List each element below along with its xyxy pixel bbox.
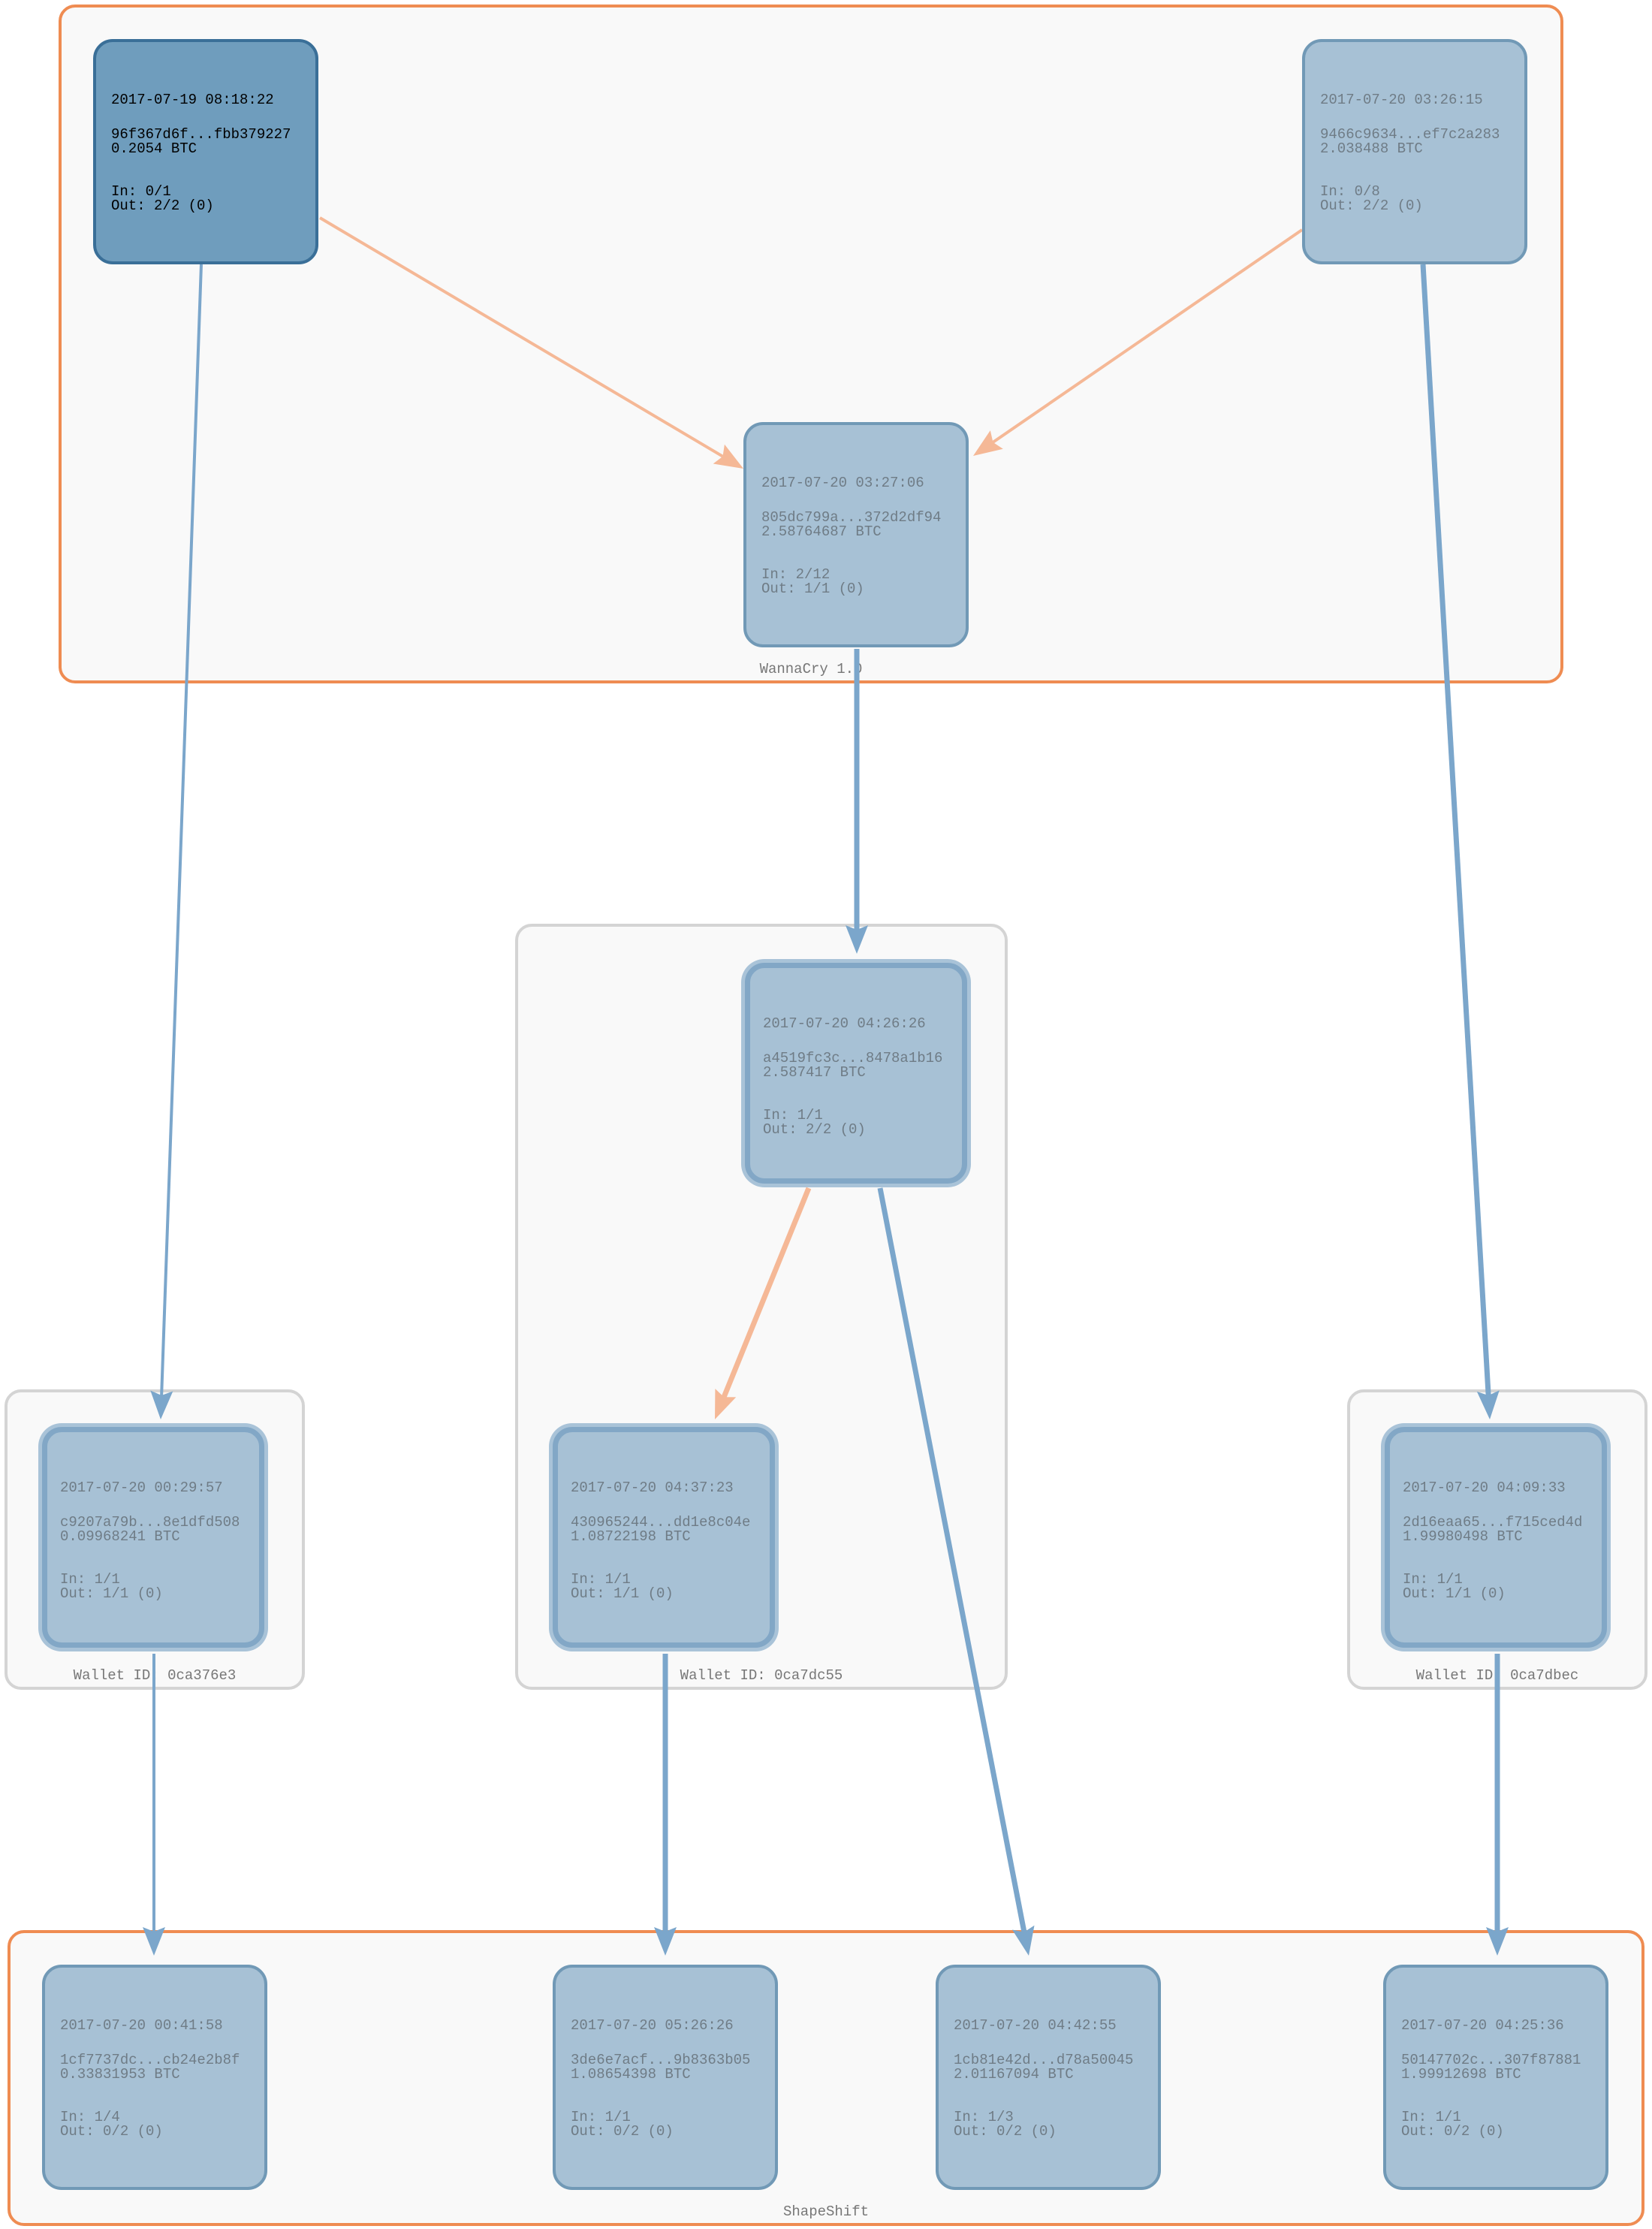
tx-inputs: In: 0/8: [1320, 183, 1380, 200]
tx-amount: 0.09968241 BTC: [60, 1528, 180, 1545]
tx-amount: 1.08654398 BTC: [571, 2066, 691, 2083]
tx-amount: 1.99980498 BTC: [1403, 1528, 1523, 1545]
tx-date: 2017-07-20 04:09:33: [1403, 1479, 1566, 1496]
transaction-node[interactable]: 2017-07-19 08:18:22 96f367d6f...fbb37922…: [93, 39, 318, 264]
tx-inputs: In: 1/1: [60, 1571, 120, 1588]
tx-amount: 0.2054 BTC: [111, 140, 197, 157]
tx-hash: 50147702c...307f87881: [1401, 2052, 1581, 2068]
tx-inputs: In: 2/12: [761, 566, 831, 583]
arrowhead-tx4-tx10: [1012, 1925, 1035, 1956]
tx-hash: 1cb81e42d...d78a50045: [954, 2052, 1134, 2068]
tx-hash: 3de6e7acf...9b8363b05: [571, 2052, 751, 2068]
tx-outputs: Out: 1/1 (0): [571, 1585, 674, 1602]
arrowhead-tx1-tx5: [150, 1390, 173, 1419]
tx-date: 2017-07-20 03:27:06: [761, 475, 924, 491]
tx-date: 2017-07-20 04:37:23: [571, 1479, 734, 1496]
wallet-transaction-node[interactable]: 2017-07-20 04:37:23 430965244...dd1e8c04…: [553, 1427, 775, 1648]
tx-hash: c9207a79b...8e1dfd508: [60, 1514, 240, 1531]
tx-outputs: Out: 0/2 (0): [60, 2123, 163, 2140]
tx-hash: 805dc799a...372d2df94: [761, 509, 942, 526]
edge-tx1-tx5: [160, 264, 203, 1396]
tx-inputs: In: 0/1: [111, 183, 171, 200]
arrowhead-tx1-tx3: [713, 444, 743, 469]
tx-amount: 2.038488 BTC: [1320, 140, 1423, 157]
tx-inputs: In: 1/1: [763, 1107, 823, 1124]
tx-outputs: Out: 2/2 (0): [763, 1121, 866, 1138]
arrowhead-tx4-tx6: [715, 1389, 737, 1419]
tx-hash: 9466c9634...ef7c2a283: [1320, 126, 1500, 143]
arrowhead-tx6-tx9: [654, 1927, 677, 1956]
tx-outputs: Out: 1/1 (0): [1403, 1585, 1506, 1602]
tx-inputs: In: 1/4: [60, 2109, 120, 2125]
edge-tx4-tx10: [877, 1187, 1027, 1933]
tx-date: 2017-07-20 00:29:57: [60, 1479, 223, 1496]
tx-hash: 2d16eaa65...f715ced4d: [1403, 1514, 1583, 1531]
arrowhead-tx7-tx11: [1486, 1927, 1509, 1956]
tx-date: 2017-07-20 04:25:36: [1401, 2017, 1564, 2034]
tx-inputs: In: 1/1: [1401, 2109, 1461, 2125]
tx-outputs: Out: 1/1 (0): [60, 1585, 163, 1602]
wallet-transaction-node[interactable]: 2017-07-20 00:29:57 c9207a79b...8e1dfd50…: [42, 1427, 264, 1648]
transaction-node[interactable]: 2017-07-20 04:42:55 1cb81e42d...d78a5004…: [936, 1965, 1161, 2190]
transaction-node[interactable]: 2017-07-20 03:26:15 9466c9634...ef7c2a28…: [1302, 39, 1527, 264]
wallet-transaction-node[interactable]: 2017-07-20 04:26:26 a4519fc3c...8478a1b1…: [745, 963, 967, 1184]
tx-hash: 1cf7737dc...cb24e2b8f: [60, 2052, 240, 2068]
tx-amount: 2.58764687 BTC: [761, 523, 882, 540]
tx-inputs: In: 1/1: [571, 1571, 631, 1588]
edge-tx2-tx3: [992, 228, 1304, 444]
arrowhead-tx5-tx8: [143, 1927, 165, 1956]
cluster-label-wallet-0ca7dc55: Wallet ID: 0ca7dc55: [680, 1667, 843, 1684]
tx-outputs: Out: 0/2 (0): [1401, 2123, 1504, 2140]
edge-tx2-tx7: [1420, 264, 1491, 1396]
tx-date: 2017-07-20 04:26:26: [763, 1015, 926, 1032]
tx-amount: 2.587417 BTC: [763, 1064, 866, 1081]
tx-outputs: Out: 1/1 (0): [761, 581, 864, 597]
tx-hash: 96f367d6f...fbb379227: [111, 126, 291, 143]
cluster-shapeshift: ShapeShift: [8, 1930, 1644, 2226]
tx-date: 2017-07-20 04:42:55: [954, 2017, 1117, 2034]
arrowhead-tx2-tx7: [1476, 1390, 1500, 1419]
tx-outputs: Out: 0/2 (0): [954, 2123, 1057, 2140]
tx-inputs: In: 1/1: [571, 2109, 631, 2125]
tx-outputs: Out: 2/2 (0): [1320, 198, 1423, 214]
tx-hash: 430965244...dd1e8c04e: [571, 1514, 751, 1531]
transaction-node[interactable]: 2017-07-20 05:26:26 3de6e7acf...9b8363b0…: [553, 1965, 778, 2190]
cluster-label-wannacry: WannaCry 1.0: [759, 661, 863, 677]
arrowhead-tx2-tx3: [973, 430, 1003, 456]
transaction-node[interactable]: 2017-07-20 04:25:36 50147702c...307f8788…: [1383, 1965, 1608, 2190]
tx-amount: 2.01167094 BTC: [954, 2066, 1074, 2083]
tx-date: 2017-07-20 05:26:26: [571, 2017, 734, 2034]
tx-outputs: Out: 0/2 (0): [571, 2123, 674, 2140]
tx-date: 2017-07-20 00:41:58: [60, 2017, 223, 2034]
wallet-transaction-node[interactable]: 2017-07-20 04:09:33 2d16eaa65...f715ced4…: [1385, 1427, 1607, 1648]
transaction-node[interactable]: 2017-07-20 03:27:06 805dc799a...372d2df9…: [743, 422, 969, 647]
tx-outputs: Out: 2/2 (0): [111, 198, 214, 214]
tx-amount: 0.33831953 BTC: [60, 2066, 180, 2083]
tx-date: 2017-07-20 03:26:15: [1320, 92, 1483, 108]
edge-tx4-tx6: [721, 1187, 812, 1398]
edge-tx1-tx3: [318, 216, 724, 458]
tx-inputs: In: 1/1: [1403, 1571, 1463, 1588]
tx-date: 2017-07-19 08:18:22: [111, 92, 274, 108]
tx-hash: a4519fc3c...8478a1b16: [763, 1050, 943, 1066]
transaction-node[interactable]: 2017-07-20 00:41:58 1cf7737dc...cb24e2b8…: [42, 1965, 267, 2190]
tx-amount: 1.08722198 BTC: [571, 1528, 691, 1545]
tx-amount: 1.99912698 BTC: [1401, 2066, 1521, 2083]
cluster-label-shapeshift: ShapeShift: [782, 2203, 870, 2220]
tx-inputs: In: 1/3: [954, 2109, 1014, 2125]
arrowhead-tx3-tx4: [846, 925, 868, 954]
